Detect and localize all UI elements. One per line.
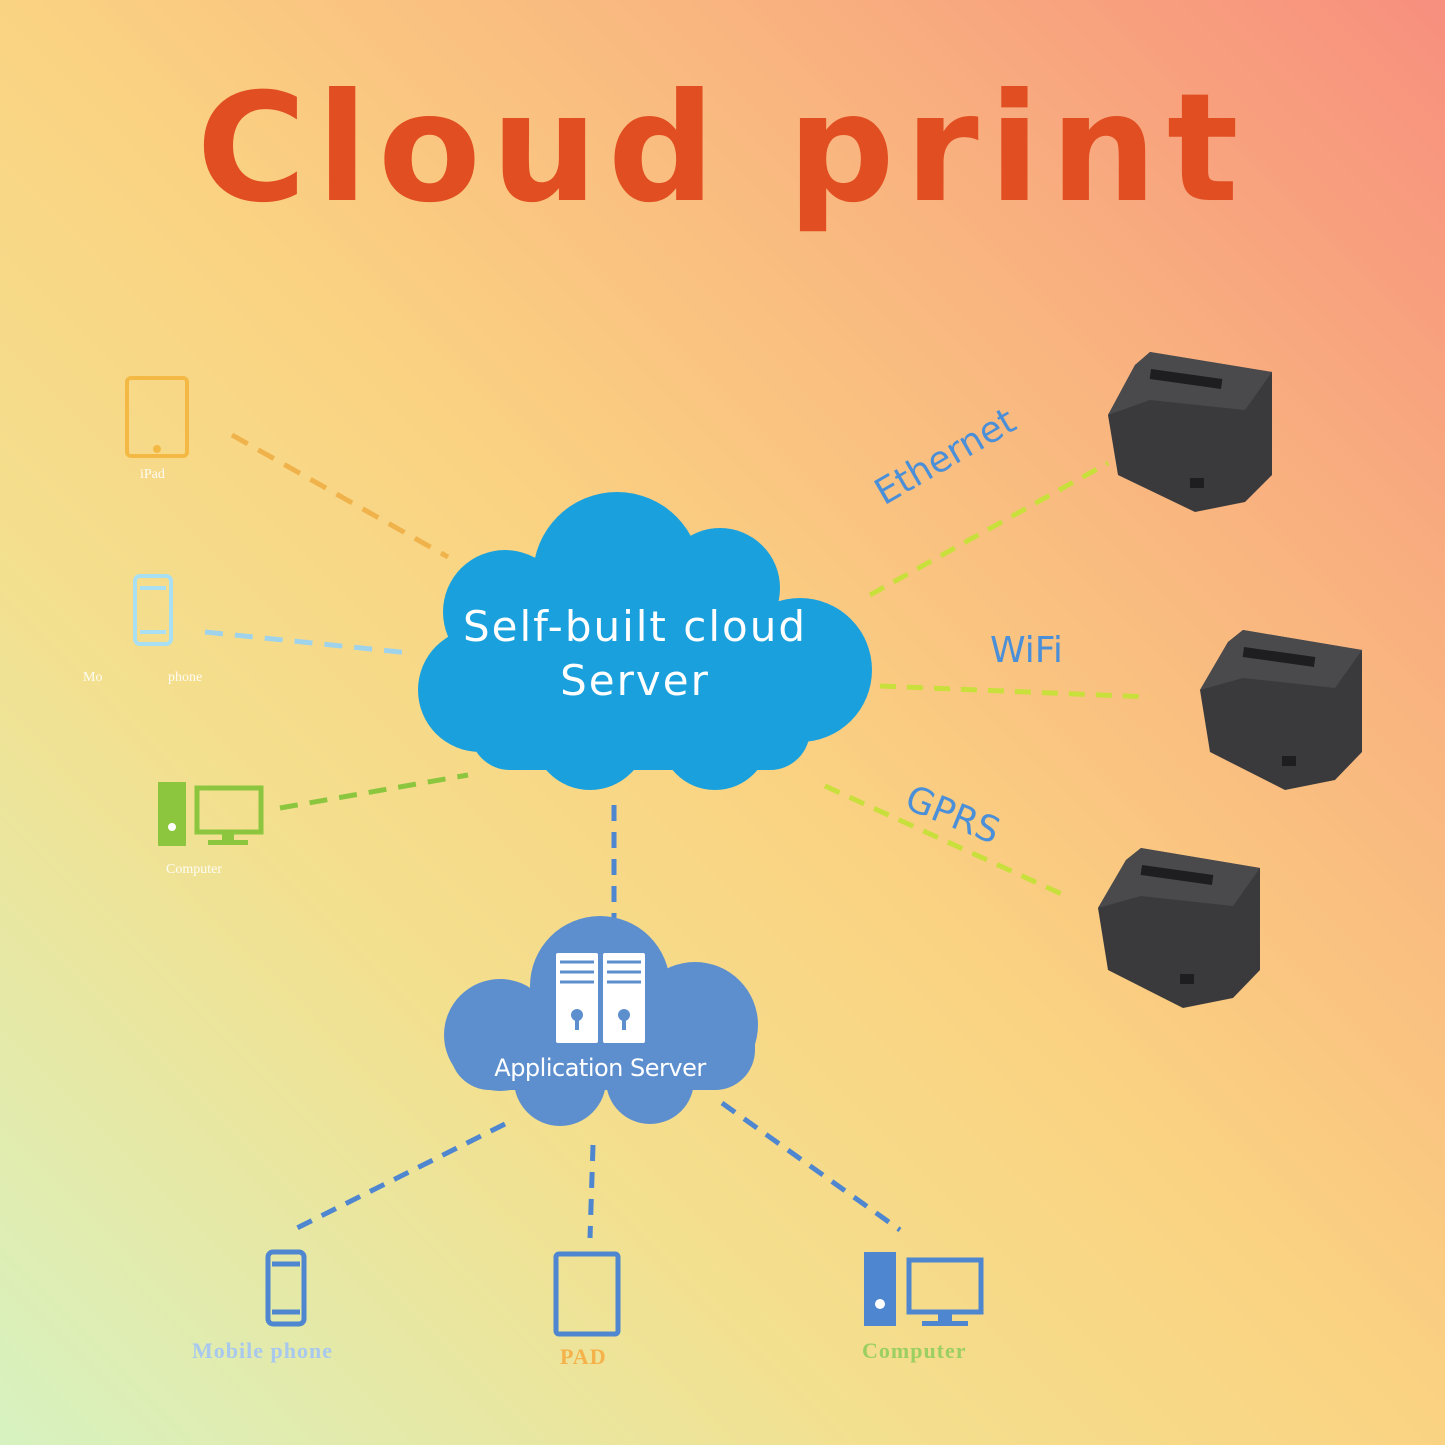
server-rack-icon: [556, 953, 645, 1043]
link-gprs: [823, 783, 1068, 899]
cloud-server-line2: Server: [560, 656, 710, 705]
printer-gprs-icon: [1098, 848, 1260, 1008]
link-wifi: [879, 683, 1151, 700]
left-computer-label: Computer: [166, 862, 222, 877]
wifi-label: WiFi: [990, 630, 1063, 671]
left-pad-label: iPad: [140, 467, 165, 482]
application-server-label: Application Server: [494, 1054, 706, 1082]
pad-label: PAD: [560, 1344, 607, 1369]
link-pad-to-cloud: [230, 432, 450, 560]
phone-icon-left: [133, 574, 173, 646]
printer-ethernet-icon: [1108, 352, 1272, 512]
link-ethernet: [868, 460, 1110, 598]
tablet-icon-left: [125, 376, 189, 458]
printer-wifi-icon: [1200, 630, 1362, 790]
computer-icon-left: [158, 782, 264, 846]
cloud-server-label: Self-built cloud Server: [420, 600, 850, 708]
link-app-to-mobile: [291, 1121, 507, 1233]
link-phone-to-cloud: [204, 629, 411, 656]
left-phone-label-a: Mo: [83, 670, 103, 685]
computer-icon-bottom: [864, 1252, 984, 1326]
mobile-phone-label: Mobile phone: [192, 1338, 333, 1363]
cloud-server-shape: [418, 492, 872, 790]
cloud-server-line1: Self-built cloud: [463, 602, 807, 651]
link-app-to-computer: [720, 1100, 902, 1233]
pad-icon: [553, 1251, 621, 1337]
computer-label: Computer: [862, 1338, 967, 1363]
link-app-to-pad: [587, 1144, 596, 1239]
page-title: Cloud print: [196, 62, 1249, 236]
app-server-cloud-shape: [444, 916, 758, 1126]
left-phone-label-b: phone: [168, 670, 203, 685]
link-computer-to-cloud: [279, 772, 469, 811]
mobile-phone-icon: [265, 1249, 307, 1327]
